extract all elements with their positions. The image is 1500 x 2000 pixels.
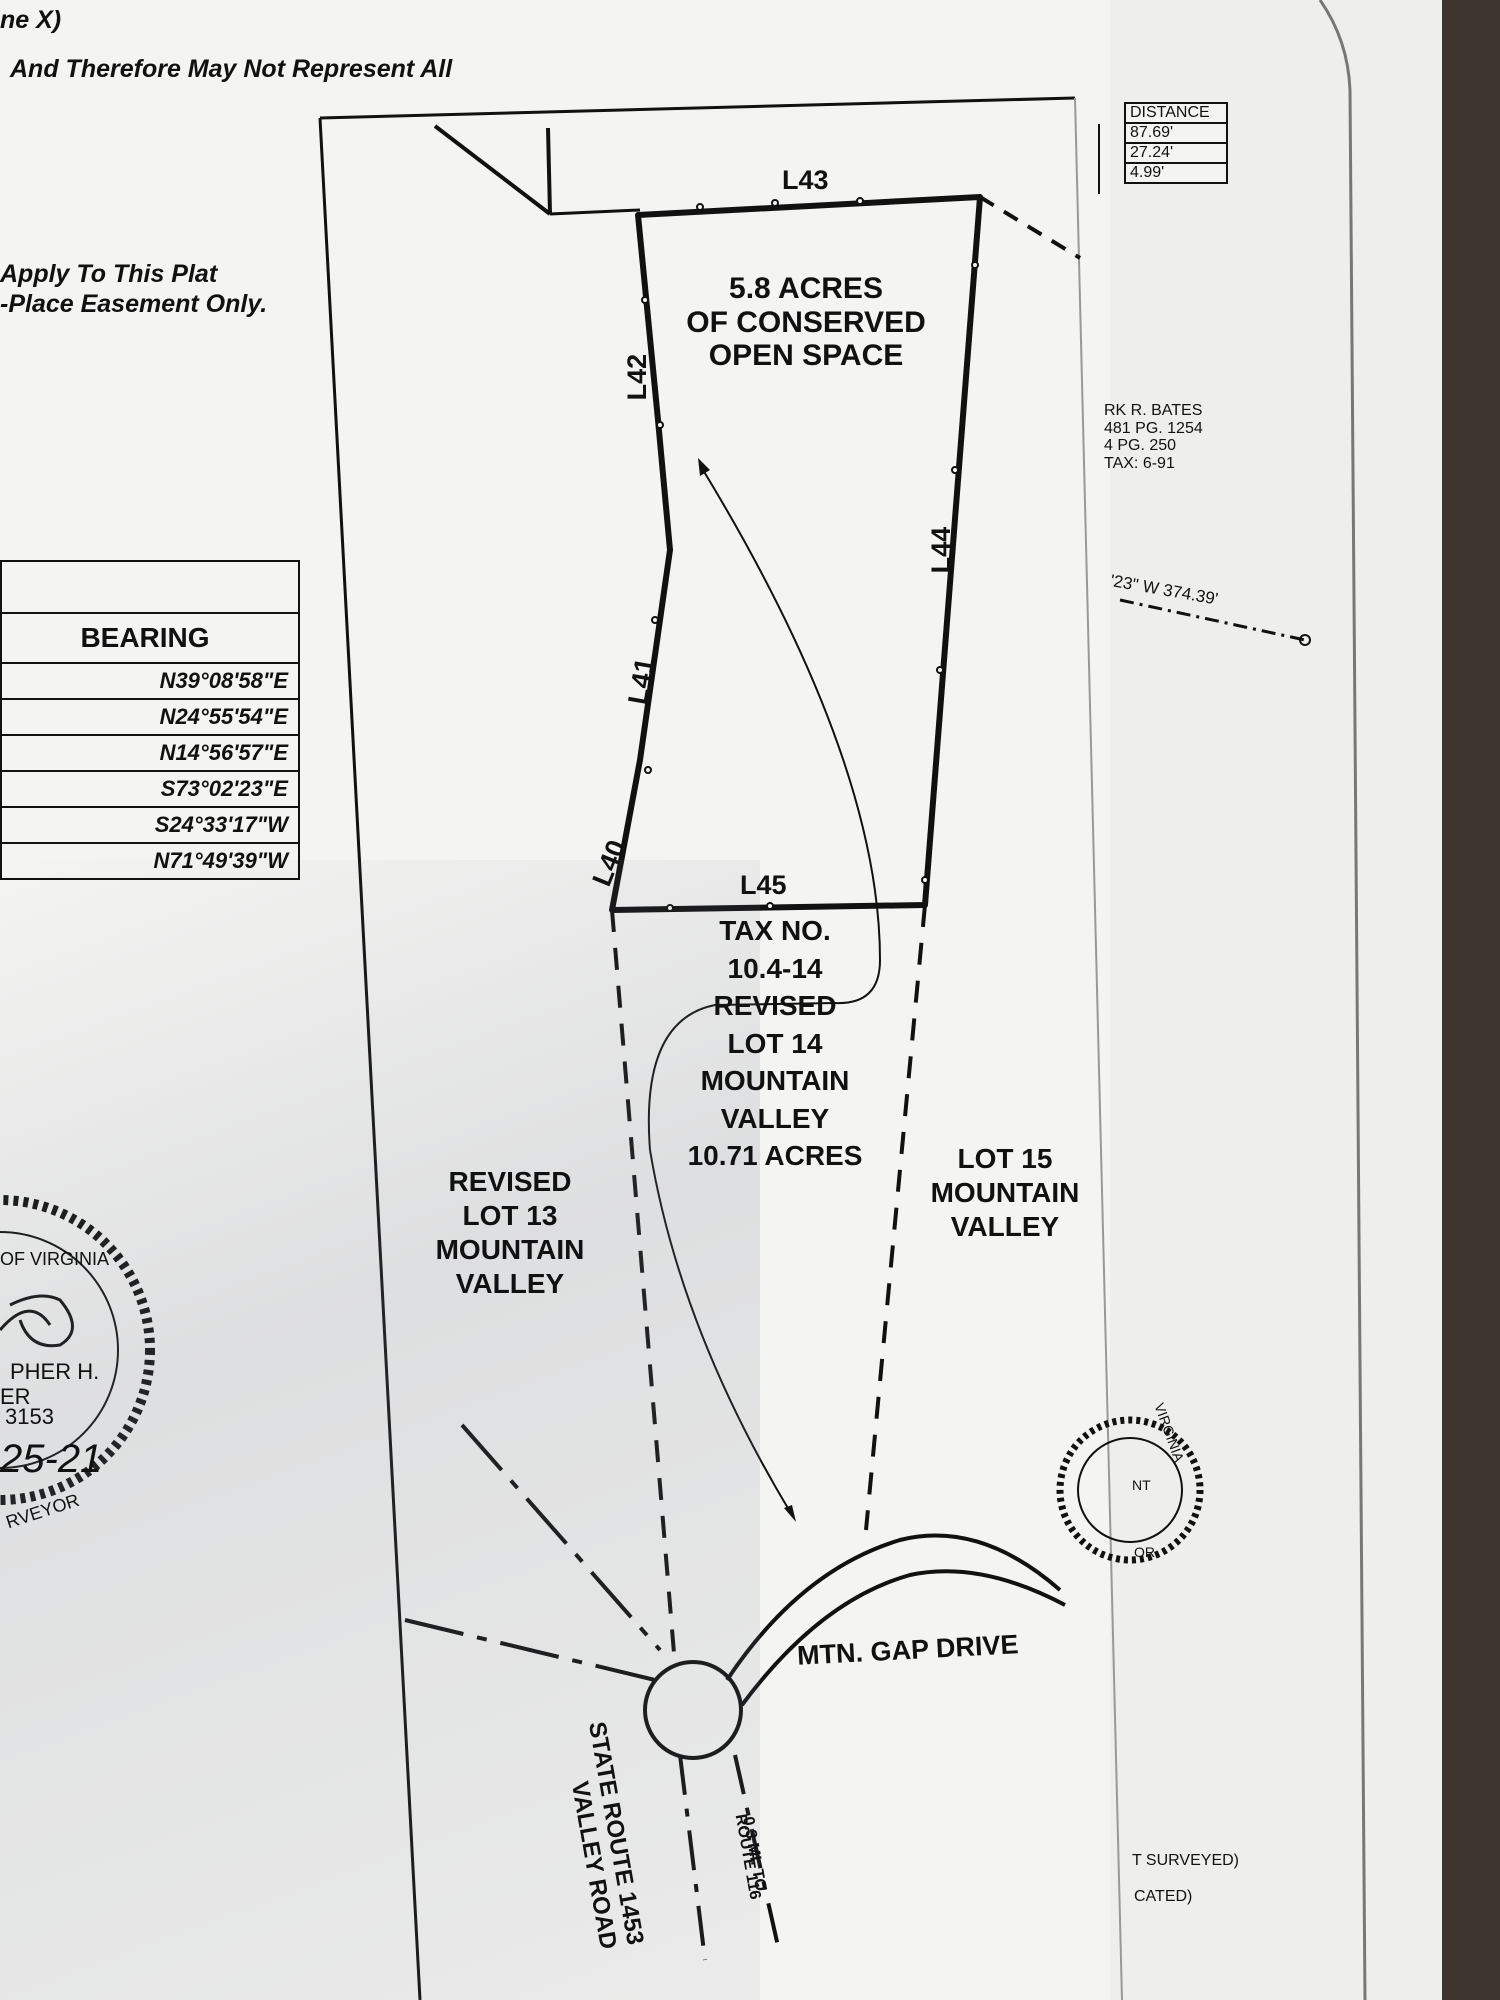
lot13-line-1: REVISED bbox=[448, 1166, 572, 1197]
adjoiner-line-1: RK R. BATES bbox=[1104, 402, 1203, 419]
line-label-l45: L45 bbox=[740, 870, 787, 900]
seal-right bbox=[1056, 1416, 1204, 1564]
line-label-l43: L43 bbox=[782, 165, 829, 195]
back-sheet-edge bbox=[1318, 0, 1367, 2000]
lot14-line-2: 10.4-14 bbox=[727, 952, 823, 984]
cul-de-sac bbox=[643, 1660, 743, 1760]
lot-line-13-14 bbox=[610, 909, 677, 1666]
adjoiner-line-n bbox=[546, 127, 552, 215]
adjoiner-line-top bbox=[549, 208, 641, 216]
note-line-3: -Place Easement Only. bbox=[0, 290, 268, 318]
distance-header: DISTANCE bbox=[1124, 102, 1228, 124]
legend-located: CATED) bbox=[1134, 1888, 1193, 1905]
arrow-head-south bbox=[784, 1505, 796, 1522]
bearing-row: N71°49'39"W bbox=[0, 842, 300, 880]
bearing-row: N14°56'57"E bbox=[0, 734, 300, 772]
lot15-line-3: VALLEY bbox=[950, 1211, 1060, 1243]
corner-monument bbox=[1299, 634, 1311, 646]
boundary-extension-ne bbox=[978, 195, 1082, 260]
frame-left-line bbox=[318, 117, 422, 2000]
adjoiner-line-4: TAX: 6-91 bbox=[1104, 454, 1175, 472]
note-top-fragment: ne X) bbox=[0, 6, 62, 34]
adjoiner-info: RK R. BATES 481 PG. 1254 4 PG. 250 TAX: … bbox=[1104, 402, 1203, 472]
distance-row: 27.24' bbox=[1124, 142, 1228, 164]
bearing-row: S73°02'23"E bbox=[0, 770, 300, 808]
legend-not-surveyed: T SURVEYED) bbox=[1132, 1852, 1239, 1869]
seal-left-name: PHER H. bbox=[10, 1359, 100, 1384]
lot13-line-3: MOUNTAIN bbox=[435, 1234, 585, 1266]
seal-left-number: 3153 bbox=[5, 1404, 54, 1429]
conserved-area-boundary bbox=[609, 194, 983, 913]
road-line-west-2 bbox=[404, 1618, 656, 1682]
lot14-line-5: MOUNTAIN bbox=[700, 1065, 850, 1097]
lot15-line-1: LOT 15 bbox=[957, 1143, 1053, 1174]
conserved-line-2: OF CONSERVED bbox=[686, 305, 926, 339]
seal-left bbox=[0, 1195, 155, 1505]
plat-sheet bbox=[0, 0, 1110, 2000]
conserved-area-label: 5.8 ACRES OF CONSERVED OPEN SPACE bbox=[676, 272, 936, 373]
conserved-line-3: OPEN SPACE bbox=[708, 339, 904, 373]
frame-top-line bbox=[319, 96, 1076, 120]
adjoiner-line-2: 481 PG. 1254 bbox=[1104, 419, 1203, 437]
lot14-line-6: VALLEY bbox=[720, 1102, 830, 1134]
seal-right-mid: NT bbox=[1132, 1477, 1151, 1493]
distance-table: DISTANCE 87.69' 27.24' 4.99' bbox=[1124, 102, 1228, 184]
road-line-west-1 bbox=[460, 1423, 662, 1652]
lot15-line-2: MOUNTAIN bbox=[930, 1177, 1080, 1209]
lot-line-14-15 bbox=[864, 904, 927, 1531]
seal-left-line2: ER bbox=[0, 1384, 31, 1409]
frame-right-line bbox=[1074, 97, 1123, 2000]
line-label-l42: L42 bbox=[622, 353, 653, 401]
bearing-row: N39°08'58"E bbox=[0, 662, 300, 700]
lot-14-label: TAX NO. 10.4-14 REVISED LOT 14 MOUNTAIN … bbox=[660, 912, 890, 1175]
bearing-table: BEARING N39°08'58"E N24°55'54"E N14°56'5… bbox=[0, 560, 300, 880]
note-line-2: Apply To This Plat bbox=[0, 260, 218, 288]
lot14-line-4: LOT 14 bbox=[727, 1027, 823, 1059]
adjoiner-line-east bbox=[1119, 598, 1306, 642]
lot14-line-1: TAX NO. bbox=[719, 915, 831, 946]
lot-15-label: LOT 15 MOUNTAIN VALLEY bbox=[915, 1142, 1095, 1244]
seal-right-bottom: OR bbox=[1134, 1544, 1155, 1560]
bearing-row: N24°55'54"E bbox=[0, 698, 300, 736]
signature-mark-2 bbox=[0, 1309, 52, 1331]
lot13-line-4: VALLEY bbox=[455, 1268, 565, 1300]
lot-13-label: REVISED LOT 13 MOUNTAIN VALLEY bbox=[420, 1165, 600, 1302]
mtn-gap-drive-edge-1 bbox=[725, 1533, 1062, 1682]
boundary-points bbox=[641, 197, 979, 912]
bearing-header: BEARING bbox=[0, 612, 300, 664]
adjoiner-line-nw bbox=[433, 124, 552, 216]
adjoiner-line-3: 4 PG. 250 bbox=[1104, 437, 1177, 455]
seal-left-ring-text: OF VIRGINIA bbox=[0, 1249, 110, 1269]
distance-row: 4.99' bbox=[1124, 162, 1228, 184]
bearing-table-blank bbox=[0, 560, 300, 614]
seal-left-date: 25-21 bbox=[0, 1437, 103, 1481]
lot14-line-7: 10.71 ACRES bbox=[687, 1140, 863, 1172]
lot13-line-2: LOT 13 bbox=[462, 1200, 558, 1232]
reference-arrow-line bbox=[647, 464, 882, 1516]
state-route-line-1 bbox=[678, 1754, 707, 1961]
line-label-l44: L44 bbox=[926, 526, 957, 574]
signature-mark bbox=[9, 1294, 74, 1348]
state-route-line-2 bbox=[733, 1754, 782, 1956]
bearing-row: S24°33'17"W bbox=[0, 806, 300, 844]
arrow-head-north bbox=[698, 458, 710, 476]
lot14-line-3: REVISED bbox=[713, 990, 837, 1022]
mtn-gap-drive-edge-2 bbox=[740, 1569, 1066, 1707]
conserved-line-1: 5.8 ACRES bbox=[729, 272, 883, 305]
note-line-1: And Therefore May Not Represent All bbox=[10, 55, 453, 83]
distance-table-left-rule bbox=[1098, 124, 1126, 194]
distance-row: 87.69' bbox=[1124, 122, 1228, 144]
